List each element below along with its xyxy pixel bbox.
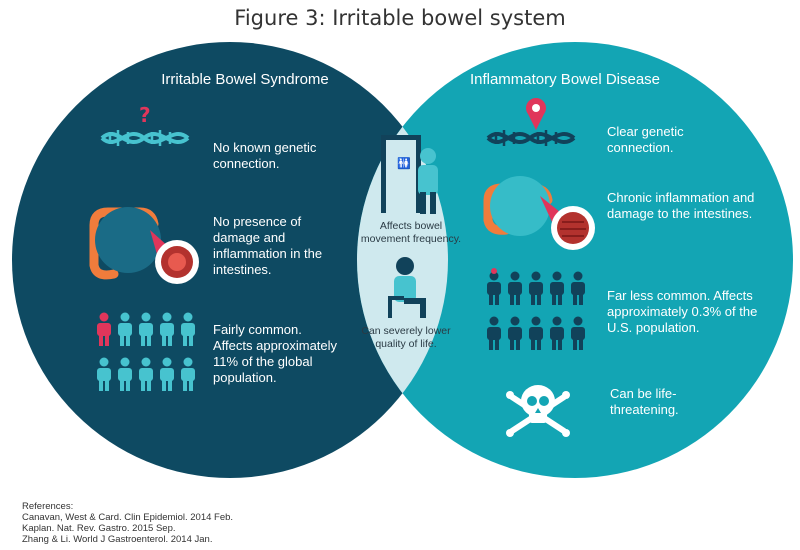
person-icon bbox=[160, 312, 174, 346]
person-icon bbox=[508, 316, 522, 350]
overlap-quality-text: Can severely lower quality of life. bbox=[361, 325, 451, 350]
person-icon bbox=[97, 357, 111, 391]
ibs-damage-text: No presence of damage and inflammation i… bbox=[213, 214, 323, 277]
person-icon bbox=[487, 271, 501, 305]
person-icon bbox=[181, 312, 195, 346]
skull-crossbones-icon bbox=[506, 385, 570, 437]
overlap-frequency-text: Affects bowel movement frequency. bbox=[360, 220, 462, 245]
reference-item: Zhang & Li. World J Gastroenterol. 2014 … bbox=[22, 534, 213, 545]
svg-text:?: ? bbox=[139, 103, 151, 127]
colon-inflamed-icon bbox=[483, 176, 595, 250]
references-label: References: bbox=[22, 501, 74, 512]
person-icon bbox=[118, 312, 132, 346]
dna-pin-icon bbox=[486, 98, 576, 146]
person-icon bbox=[529, 271, 543, 305]
person-icon bbox=[160, 357, 174, 391]
people-group-icon bbox=[97, 312, 195, 391]
person-icon bbox=[571, 316, 585, 350]
people-group-icon bbox=[487, 268, 585, 350]
svg-text:🚻: 🚻 bbox=[397, 157, 411, 170]
references: References: Canavan, West & Card. Clin E… bbox=[22, 501, 233, 545]
person-icon bbox=[550, 271, 564, 305]
ibd-heading: Inflammatory Bowel Disease bbox=[469, 71, 661, 88]
colon-magnified-icon bbox=[89, 207, 199, 284]
restroom-door-icon: 🚻 bbox=[381, 135, 438, 214]
ibd-circle bbox=[357, 42, 793, 478]
person-icon bbox=[97, 312, 111, 346]
person-icon bbox=[508, 271, 522, 305]
figure-title: Figure 3: Irritable bowel system bbox=[234, 6, 566, 30]
person-thinking-icon bbox=[388, 257, 426, 318]
person-icon bbox=[139, 312, 153, 346]
ibd-inflammation-text: Chronic inflammation and damage to the i… bbox=[607, 190, 755, 221]
ibd-prevalence-text: Far less common. Affects approximately 0… bbox=[607, 288, 758, 335]
person-icon bbox=[487, 316, 501, 350]
ibd-life-threatening-text: Can be life-threatening. bbox=[610, 386, 679, 417]
dna-question-icon: ? bbox=[100, 103, 190, 146]
ibs-heading: Irritable Bowel Syndrome bbox=[161, 71, 329, 88]
person-icon bbox=[571, 271, 585, 305]
ibd-genetic-text: Clear genetic connection. bbox=[607, 124, 684, 155]
person-icon bbox=[118, 357, 132, 391]
ibs-prevalence-text: Fairly common. Affects approximately 11%… bbox=[213, 322, 338, 385]
person-icon bbox=[139, 357, 153, 391]
reference-item: Canavan, West & Card. Clin Epidemiol. 20… bbox=[22, 512, 234, 523]
person-icon bbox=[181, 357, 195, 391]
accent-dot bbox=[491, 268, 497, 274]
person-icon bbox=[529, 316, 543, 350]
person-icon bbox=[550, 316, 564, 350]
reference-item: Kaplan. Nat. Rev. Gastro. 2015 Sep. bbox=[22, 523, 176, 534]
ibs-genetic-text: No known genetic connection. bbox=[213, 140, 317, 171]
